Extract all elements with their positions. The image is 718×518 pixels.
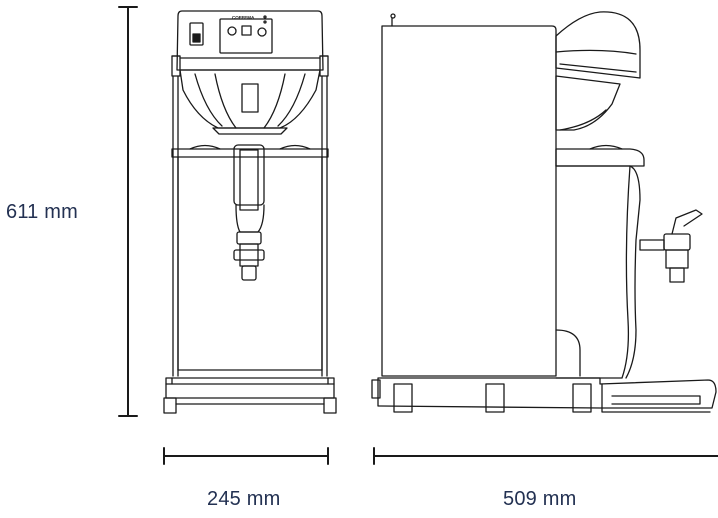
front-head-housing bbox=[176, 10, 324, 71]
front-view: COFFEMA bbox=[163, 10, 337, 414]
width-dimension-line bbox=[163, 447, 329, 465]
brew-funnel bbox=[179, 69, 321, 129]
depth-dimension-line bbox=[373, 447, 718, 465]
side-funnel bbox=[555, 75, 621, 131]
front-drip-tray bbox=[165, 377, 335, 399]
height-label: 611 mm bbox=[6, 201, 78, 223]
side-faucet bbox=[639, 239, 665, 251]
side-head-housing bbox=[555, 11, 641, 79]
brand-logo: COFFEMA bbox=[232, 15, 255, 20]
power-switch bbox=[189, 22, 204, 46]
side-base bbox=[377, 377, 717, 409]
control-panel bbox=[219, 18, 273, 54]
front-gauge-tube bbox=[233, 144, 265, 206]
width-label: 245 mm bbox=[207, 488, 281, 510]
height-dimension-line bbox=[118, 6, 138, 417]
side-view bbox=[371, 11, 717, 413]
depth-label: 509 mm bbox=[503, 488, 577, 510]
side-body-panel bbox=[381, 25, 557, 377]
side-container bbox=[555, 165, 631, 379]
